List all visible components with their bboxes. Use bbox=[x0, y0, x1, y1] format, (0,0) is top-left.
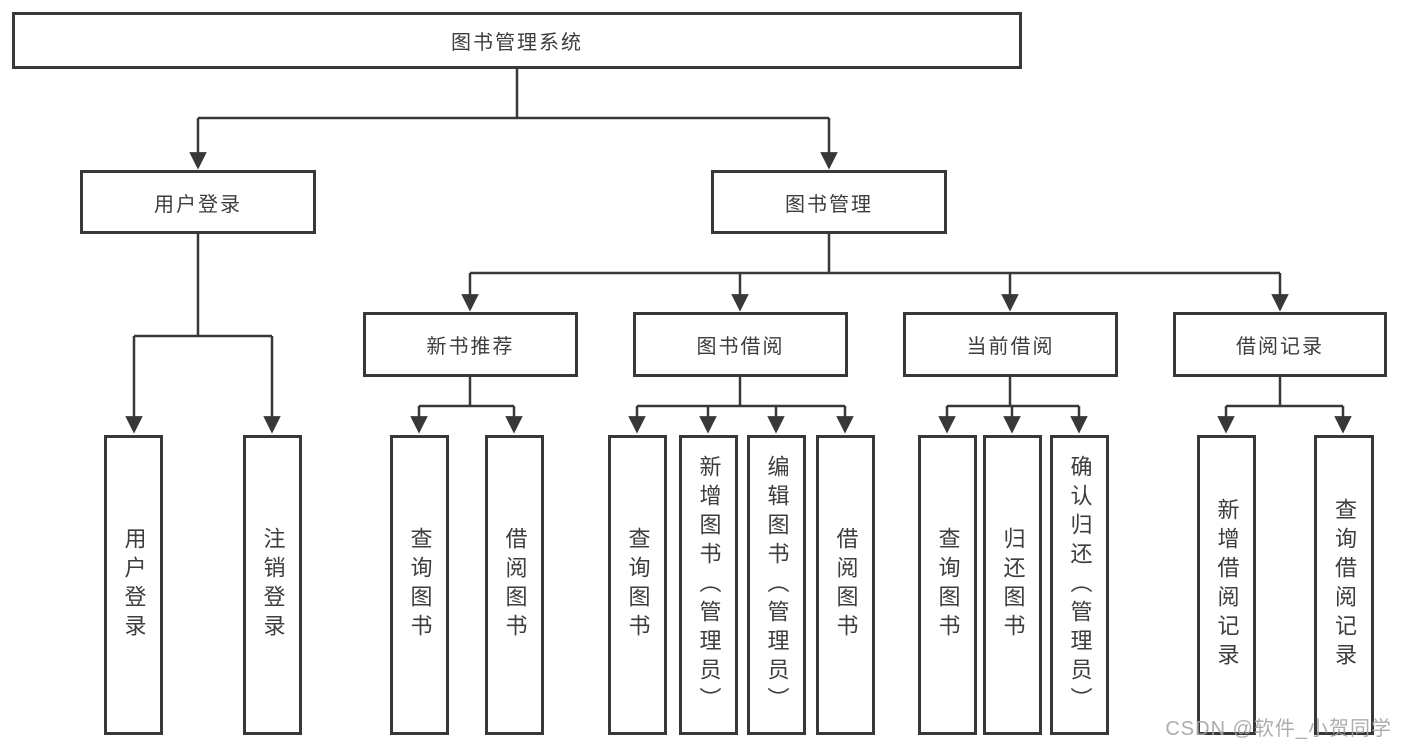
leaf-query-borrow-record: 查询借阅记录 bbox=[1314, 435, 1374, 735]
node-user-login: 用户登录 bbox=[80, 170, 316, 234]
connector-root-to-level2 bbox=[189, 68, 838, 170]
node-borrow-record: 借阅记录 bbox=[1173, 312, 1387, 377]
leaf-borrow-books-recommend: 借阅图书 bbox=[485, 435, 544, 735]
leaf-add-borrow-record: 新增借阅记录 bbox=[1197, 435, 1256, 735]
csdn-watermark: CSDN @软件_小贺同学 bbox=[1165, 718, 1392, 740]
node-library-management-system: 图书管理系统 bbox=[12, 12, 1022, 69]
node-new-book-recommend: 新书推荐 bbox=[363, 312, 578, 377]
leaf-user-login: 用户登录 bbox=[104, 435, 163, 735]
leaf-edit-book-admin: 编辑图书（管理员） bbox=[747, 435, 806, 735]
connector-current-borrow-to-leaves bbox=[938, 377, 1088, 434]
node-book-management: 图书管理 bbox=[711, 170, 947, 234]
leaf-return-books: 归还图书 bbox=[983, 435, 1042, 735]
connector-user-login-to-leaves bbox=[125, 234, 281, 434]
node-book-borrow: 图书借阅 bbox=[633, 312, 848, 377]
leaf-query-books-recommend: 查询图书 bbox=[390, 435, 449, 735]
leaf-confirm-return-admin: 确认归还（管理员） bbox=[1050, 435, 1109, 735]
node-current-borrow: 当前借阅 bbox=[903, 312, 1118, 377]
connector-book-borrow-to-leaves bbox=[628, 377, 854, 434]
connector-new-book-to-leaves bbox=[410, 377, 523, 434]
connector-book-management-to-level3 bbox=[461, 234, 1289, 312]
connector-borrow-record-to-leaves bbox=[1217, 377, 1352, 434]
leaf-add-book-admin: 新增图书（管理员） bbox=[679, 435, 738, 735]
leaf-borrow-books: 借阅图书 bbox=[816, 435, 875, 735]
leaf-logout: 注销登录 bbox=[243, 435, 302, 735]
leaf-query-books-current: 查询图书 bbox=[918, 435, 977, 735]
leaf-query-books-borrow: 查询图书 bbox=[608, 435, 667, 735]
